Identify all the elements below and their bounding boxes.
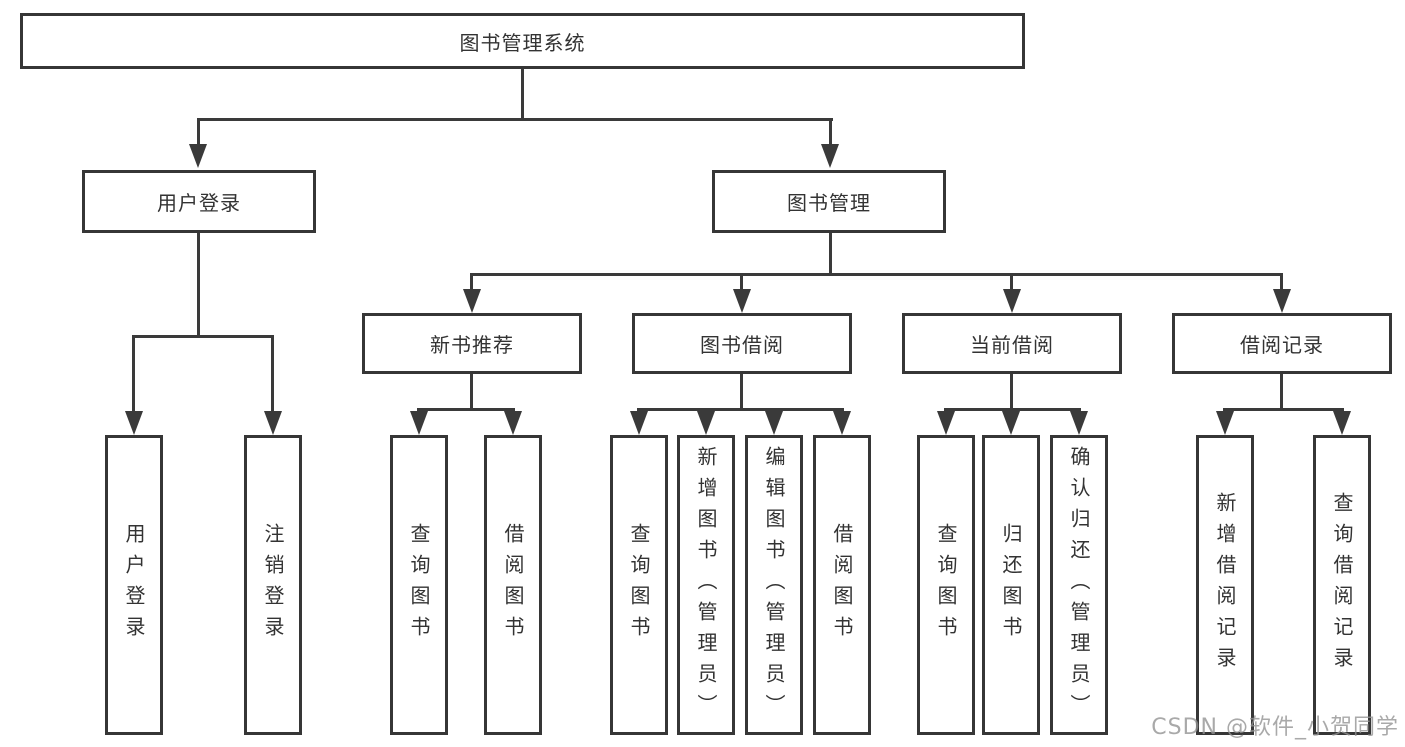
leaf-borrow-book-2-label: 借阅图书 xyxy=(830,523,854,647)
arrowhead-nb2 xyxy=(504,411,522,435)
arrowhead-book-mgmt xyxy=(821,144,839,168)
connector-user-login-stem xyxy=(197,233,200,335)
node-book-borrow: 图书借阅 xyxy=(632,313,852,374)
arrowhead-leaf-login xyxy=(125,411,143,435)
connector-drop-book-borrow xyxy=(740,273,743,293)
connector-current-borrow-split xyxy=(944,408,1081,411)
connector-new-book-stem xyxy=(470,374,473,408)
arrowhead-bb4 xyxy=(833,411,851,435)
node-book-mgmt-label: 图书管理 xyxy=(787,191,871,215)
connector-drop-new-book xyxy=(470,273,473,293)
connector-drop-leaf-logout xyxy=(271,335,274,415)
leaf-logout: 注销登录 xyxy=(244,435,302,735)
node-current-borrow-label: 当前借阅 xyxy=(970,333,1054,357)
leaf-logout-label: 注销登录 xyxy=(261,523,285,647)
connector-borrow-records-split xyxy=(1223,408,1344,411)
csdn-watermark: CSDN @软件_小贺同学 xyxy=(1151,715,1399,740)
node-borrow-records: 借阅记录 xyxy=(1172,313,1392,374)
leaf-query-book-2-label: 查询图书 xyxy=(627,523,651,647)
leaf-query-book-3-label: 查询图书 xyxy=(934,523,958,647)
arrowhead-bb3 xyxy=(765,411,783,435)
arrowhead-current-borrow xyxy=(1003,289,1021,313)
connector-drop-book-mgmt xyxy=(829,118,832,148)
arrowhead-new-book xyxy=(463,289,481,313)
leaf-query-book-2: 查询图书 xyxy=(610,435,668,735)
node-user-login: 用户登录 xyxy=(82,170,316,233)
arrowhead-br1 xyxy=(1216,411,1234,435)
leaf-user-login-label: 用户登录 xyxy=(122,523,146,647)
leaf-borrow-book-1-label: 借阅图书 xyxy=(501,523,525,647)
arrowhead-borrow-records xyxy=(1273,289,1291,313)
connector-drop-current-borrow xyxy=(1010,273,1013,293)
connector-book-mgmt-split xyxy=(470,273,1283,276)
connector-user-login-split xyxy=(132,335,274,338)
node-user-login-label: 用户登录 xyxy=(157,191,241,215)
connector-root-split xyxy=(197,118,833,121)
node-root: 图书管理系统 xyxy=(20,13,1025,69)
leaf-add-book-admin: 新增图书（管理员） xyxy=(677,435,735,735)
node-new-book-rec: 新书推荐 xyxy=(362,313,582,374)
connector-drop-leaf-login xyxy=(132,335,135,415)
leaf-query-book-3: 查询图书 xyxy=(917,435,975,735)
connector-book-mgmt-stem xyxy=(829,233,832,273)
leaf-borrow-book-2: 借阅图书 xyxy=(813,435,871,735)
connector-book-borrow-stem xyxy=(740,374,743,408)
leaf-add-book-admin-label: 新增图书（管理员） xyxy=(694,445,718,725)
node-root-label: 图书管理系统 xyxy=(459,30,586,55)
connector-book-borrow-split xyxy=(637,408,844,411)
leaf-query-borrow-record: 查询借阅记录 xyxy=(1313,435,1371,735)
node-book-borrow-label: 图书借阅 xyxy=(700,333,784,357)
leaf-confirm-return-admin: 确认归还（管理员） xyxy=(1050,435,1108,735)
arrowhead-cb3 xyxy=(1070,411,1088,435)
leaf-query-borrow-record-label: 查询借阅记录 xyxy=(1330,492,1354,678)
node-new-book-rec-label: 新书推荐 xyxy=(430,333,514,357)
arrowhead-cb2 xyxy=(1002,411,1020,435)
arrowhead-cb1 xyxy=(937,411,955,435)
leaf-edit-book-admin: 编辑图书（管理员） xyxy=(745,435,803,735)
connector-root-stem xyxy=(521,69,524,118)
arrowhead-nb1 xyxy=(410,411,428,435)
node-book-mgmt: 图书管理 xyxy=(712,170,946,233)
leaf-add-borrow-record-label: 新增借阅记录 xyxy=(1213,492,1237,678)
connector-current-borrow-stem xyxy=(1010,374,1013,408)
arrowhead-br2 xyxy=(1333,411,1351,435)
leaf-return-book: 归还图书 xyxy=(982,435,1040,735)
connector-new-book-split xyxy=(417,408,515,411)
arrowhead-bb1 xyxy=(630,411,648,435)
node-borrow-records-label: 借阅记录 xyxy=(1240,333,1324,357)
connector-borrow-records-stem xyxy=(1280,374,1283,408)
leaf-query-book-1: 查询图书 xyxy=(390,435,448,735)
leaf-confirm-return-admin-label: 确认归还（管理员） xyxy=(1067,445,1091,725)
leaf-edit-book-admin-label: 编辑图书（管理员） xyxy=(762,445,786,725)
arrowhead-leaf-logout xyxy=(264,411,282,435)
leaf-user-login: 用户登录 xyxy=(105,435,163,735)
leaf-query-book-1-label: 查询图书 xyxy=(407,523,431,647)
leaf-borrow-book-1: 借阅图书 xyxy=(484,435,542,735)
connector-drop-user-login xyxy=(197,118,200,148)
leaf-add-borrow-record: 新增借阅记录 xyxy=(1196,435,1254,735)
leaf-return-book-label: 归还图书 xyxy=(999,523,1023,647)
arrowhead-book-borrow xyxy=(733,289,751,313)
arrowhead-bb2 xyxy=(697,411,715,435)
connector-drop-borrow-records xyxy=(1280,273,1283,293)
node-current-borrow: 当前借阅 xyxy=(902,313,1122,374)
arrowhead-user-login xyxy=(189,144,207,168)
